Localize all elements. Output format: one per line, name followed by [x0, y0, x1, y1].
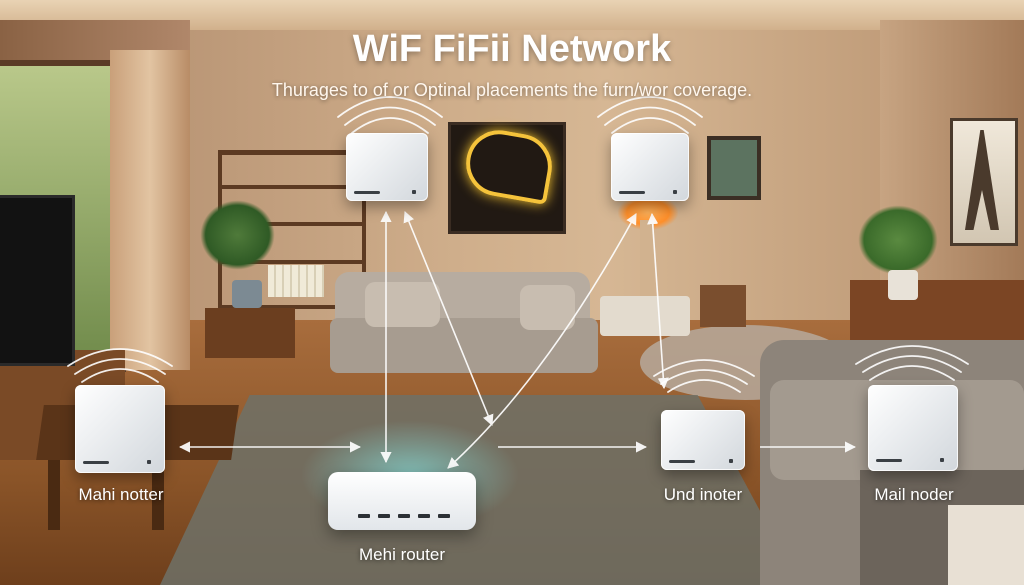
bidirectional-arrow-icon [647, 212, 669, 390]
curtain [110, 50, 190, 370]
ethernet-port [418, 514, 430, 518]
label-node-center-right: Und inoter [663, 485, 743, 504]
ethernet-port [358, 514, 370, 518]
table-leg [152, 460, 164, 530]
plant [858, 205, 938, 275]
status-led [669, 460, 695, 463]
mesh-node-center-right [661, 410, 745, 470]
mesh-node-right [868, 385, 958, 471]
label-node-left: Mahi notter [78, 485, 164, 504]
wall-picture [707, 136, 761, 200]
bidirectional-arrow-icon [403, 210, 494, 427]
side-box [948, 505, 1024, 585]
status-led [412, 190, 416, 194]
plant-pot [888, 270, 918, 300]
ethernet-port [378, 514, 390, 518]
shelf-board [218, 222, 366, 226]
status-led [940, 458, 944, 462]
wifi-signal-icon [855, 345, 969, 381]
shelf-board [218, 260, 366, 264]
cabinet [850, 280, 1024, 340]
mesh-node-left [75, 385, 165, 473]
status-led [354, 191, 380, 194]
side-table [205, 308, 295, 358]
status-led [876, 459, 902, 462]
plant [200, 200, 275, 270]
status-led [619, 191, 645, 194]
ethernet-port [438, 514, 450, 518]
plant-pot [232, 280, 262, 308]
label-router: Mehi router [359, 545, 445, 564]
wifi-signal-icon [337, 96, 443, 134]
mesh-node-top-right [611, 133, 689, 201]
mesh-node-top-left [346, 133, 428, 201]
label-node-right: Mail noder [874, 485, 954, 504]
television [0, 195, 75, 366]
mesh-router [328, 472, 476, 530]
wifi-signal-icon [653, 359, 755, 393]
books [268, 265, 324, 297]
wifi-signal-icon [67, 348, 173, 383]
status-led [147, 460, 151, 464]
ethernet-port [398, 514, 410, 518]
shelf-board [218, 185, 366, 189]
status-led [729, 459, 733, 463]
status-led [673, 190, 677, 194]
bidirectional-arrow-icon [447, 213, 637, 469]
table-leg [48, 460, 60, 530]
side-table [700, 285, 746, 327]
page-subtitle: Thurages to of or Optinal placements the… [271, 80, 753, 100]
status-led [83, 461, 109, 464]
page-title: WiF FiFii Network [352, 28, 672, 70]
wifi-signal-icon [597, 96, 703, 134]
